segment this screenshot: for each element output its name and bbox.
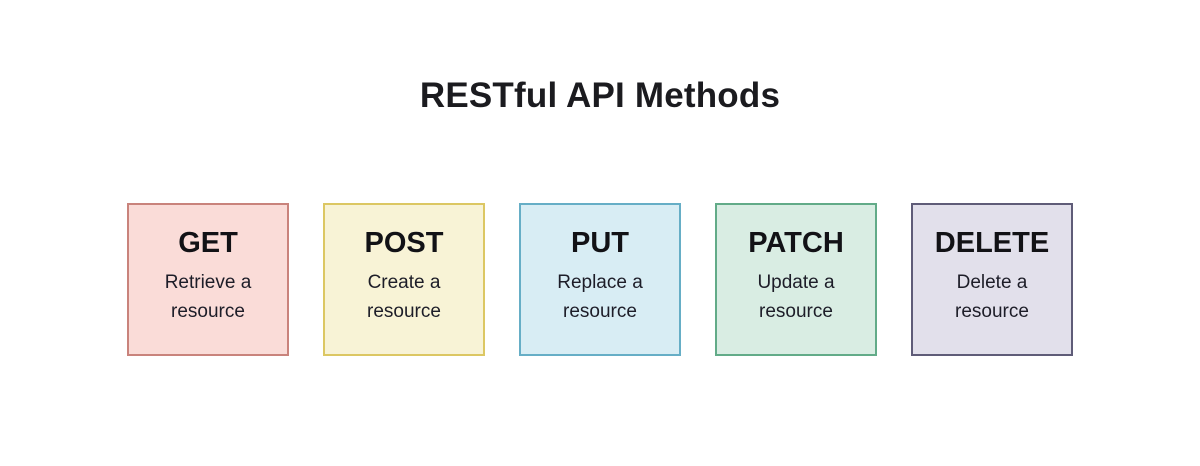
page-title: RESTful API Methods — [419, 76, 781, 115]
method-card-get: GET Retrieve a resource — [127, 203, 289, 356]
method-description: Replace a resource — [557, 271, 643, 323]
method-description: Delete a resource — [955, 271, 1029, 323]
method-name: PATCH — [748, 227, 844, 259]
method-name: PUT — [571, 227, 629, 259]
method-card-post: POST Create a resource — [323, 203, 485, 356]
method-description: Retrieve a resource — [164, 271, 252, 323]
method-card-patch: PATCH Update a resource — [715, 203, 877, 356]
method-description: Update a resource — [757, 271, 835, 323]
method-cards-row: GET Retrieve a resource POST Create a re… — [0, 203, 1200, 356]
method-name: POST — [364, 227, 444, 259]
method-name: DELETE — [934, 227, 1050, 259]
method-name: GET — [178, 227, 238, 259]
method-card-put: PUT Replace a resource — [519, 203, 681, 356]
method-description: Create a resource — [367, 271, 441, 323]
method-card-delete: DELETE Delete a resource — [911, 203, 1073, 356]
